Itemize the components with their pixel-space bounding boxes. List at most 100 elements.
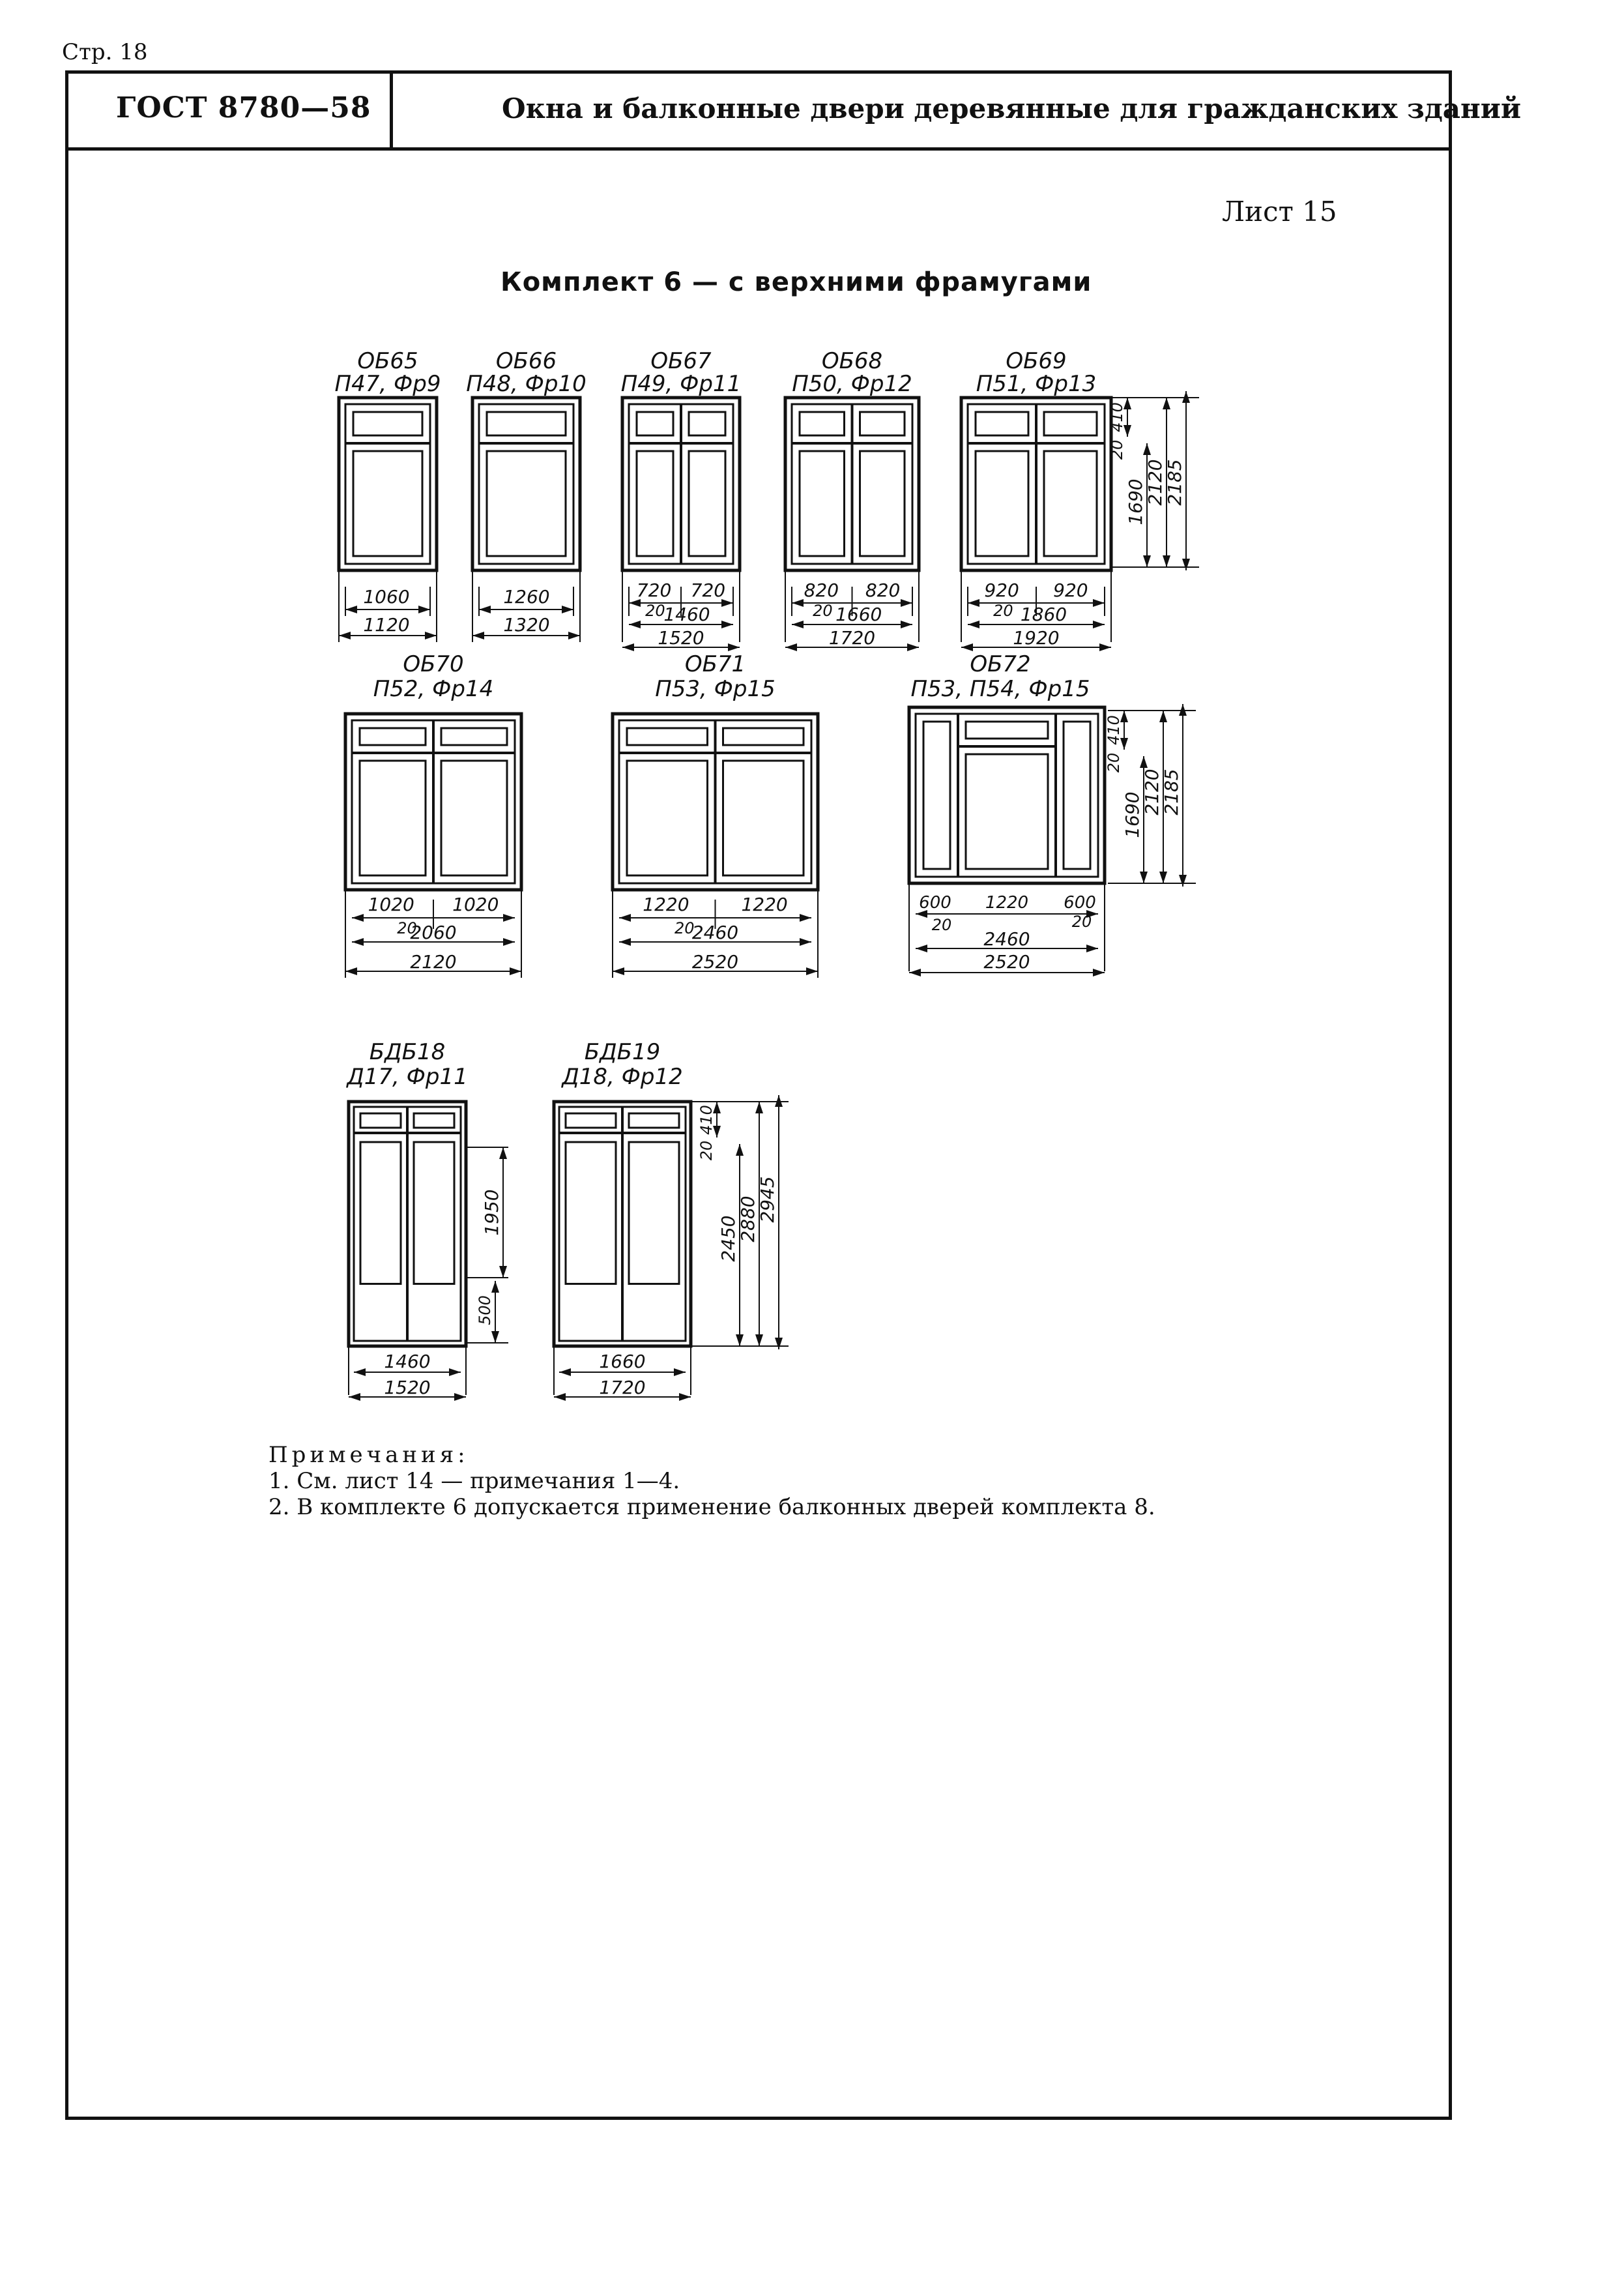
dim-label: 2880 (737, 1196, 759, 1242)
window-code: ОБ72 (970, 651, 1030, 677)
dim-label: 2185 (1161, 769, 1182, 815)
dim-label: 820 (865, 580, 900, 601)
sash-pane (964, 753, 1049, 870)
sash-pane (688, 450, 727, 557)
set-title: Комплект 6 — с верхними фрамугами (500, 267, 1092, 297)
document-title: Окна и балконные двери деревянные для гр… (502, 93, 1522, 125)
transom-pane (1043, 411, 1098, 437)
window-parts: П49, Фр11 (621, 371, 742, 397)
door-outer-frame (347, 1100, 468, 1348)
door-parts: Д17, Фр11 (345, 1064, 468, 1090)
door-glass (564, 1141, 617, 1285)
transom-pane (352, 411, 424, 437)
dim-label: 2945 (757, 1176, 778, 1222)
sash-pane (1043, 450, 1098, 557)
dim-label: 820 (804, 580, 839, 601)
dim-label: 720 (691, 580, 725, 601)
header-divider (390, 73, 393, 149)
window-code: ОБ70 (403, 651, 463, 677)
side-pane (1062, 720, 1092, 870)
dim-label: 20 (1072, 913, 1092, 931)
dim-label: 20 (932, 916, 952, 934)
dim-label: 1520 (384, 1377, 430, 1398)
dim-label: 1690 (1122, 791, 1143, 838)
window-outer-frame (959, 396, 1113, 572)
transom-pane (486, 411, 567, 437)
window-inner-frame (914, 712, 1099, 878)
dim-label: 20 (1108, 440, 1126, 460)
transom-pane (413, 1112, 456, 1129)
dim-label: 20 (674, 919, 695, 937)
window-inner-frame (344, 403, 431, 565)
dim-label: 1690 (1125, 478, 1146, 525)
dim-label: 1120 (363, 614, 409, 636)
dim-label: 20 (993, 602, 1013, 620)
sash-pane (440, 759, 508, 877)
notes: Примечания: 1. См. лист 14 — примечания … (268, 1442, 1155, 1520)
transom-pane (628, 1112, 680, 1129)
sash-pane (626, 759, 708, 877)
window-parts: П53, П54, Фр15 (910, 676, 1090, 702)
transom-pane (859, 411, 906, 437)
transom-pane (798, 411, 845, 437)
dim-label: 20 (1105, 753, 1123, 773)
dim-label: 1260 (503, 586, 549, 608)
window-outer-frame (907, 705, 1107, 885)
dim-label: 1660 (835, 604, 882, 625)
dim-label: 920 (984, 580, 1019, 601)
sash-pane (722, 759, 805, 877)
side-pane (922, 720, 951, 870)
transom-pane (564, 1112, 617, 1129)
dim-label: 410 (697, 1105, 716, 1135)
window-outer-frame (620, 396, 742, 572)
notes-heading: Примечания: (268, 1442, 469, 1468)
window-code: ОБ67 (650, 348, 712, 374)
dim-label: 2450 (718, 1215, 739, 1261)
dim-label: 2460 (983, 928, 1030, 950)
dim-label: 20 (697, 1141, 716, 1161)
window-parts: П47, Фр9 (335, 371, 441, 397)
dim-label: 1860 (1021, 604, 1067, 625)
dim-label: 1660 (599, 1351, 645, 1372)
transom-pane (964, 720, 1049, 740)
dim-label: 2120 (1141, 769, 1163, 815)
door-code: БДБ18 (370, 1039, 445, 1065)
window-parts: П52, Фр14 (373, 676, 494, 702)
dim-label: 2520 (983, 951, 1030, 973)
transom-pane (688, 411, 727, 437)
dim-label: 2120 (1144, 459, 1166, 505)
door-parts: Д18, Фр12 (560, 1064, 683, 1090)
dim-label: 600 (919, 893, 951, 913)
dim-label: 1520 (658, 627, 704, 649)
dim-label: 1020 (368, 894, 414, 915)
door-outer-frame (552, 1100, 693, 1348)
sheet-label: Лист 15 (1222, 196, 1337, 228)
dim-label: 1720 (829, 627, 875, 649)
dim-label: 1920 (1013, 627, 1059, 649)
window-parts: П53, Фр15 (655, 676, 776, 702)
sash-pane (798, 450, 845, 557)
sash-pane (358, 759, 427, 877)
window-parts: П48, Фр10 (466, 371, 587, 397)
dim-label: 1220 (985, 893, 1028, 913)
dim-label: 20 (645, 602, 665, 620)
dim-label: 1020 (452, 894, 499, 915)
dim-label: 2060 (410, 922, 456, 943)
dim-label: 1950 (481, 1189, 502, 1235)
window-parts: П50, Фр12 (792, 371, 912, 397)
dim-label: 1060 (363, 586, 409, 608)
transom-pane (358, 727, 427, 746)
window-code: ОБ71 (685, 651, 746, 677)
dim-label: 1320 (503, 614, 549, 636)
window-code: ОБ66 (496, 348, 557, 374)
note-item-2: 2. В комплекте 6 допускается применение … (268, 1494, 1155, 1520)
door-glass (628, 1141, 680, 1285)
dim-label: 20 (813, 602, 833, 620)
note-item-1: 1. См. лист 14 — примечания 1—4. (268, 1468, 680, 1494)
dim-label: 1720 (599, 1377, 645, 1398)
page-number: Стр. 18 (62, 39, 148, 65)
door-code: БДБ19 (585, 1039, 660, 1065)
window-outer-frame (343, 712, 523, 892)
sash-pane (974, 450, 1030, 557)
dim-label: 2460 (692, 922, 738, 943)
